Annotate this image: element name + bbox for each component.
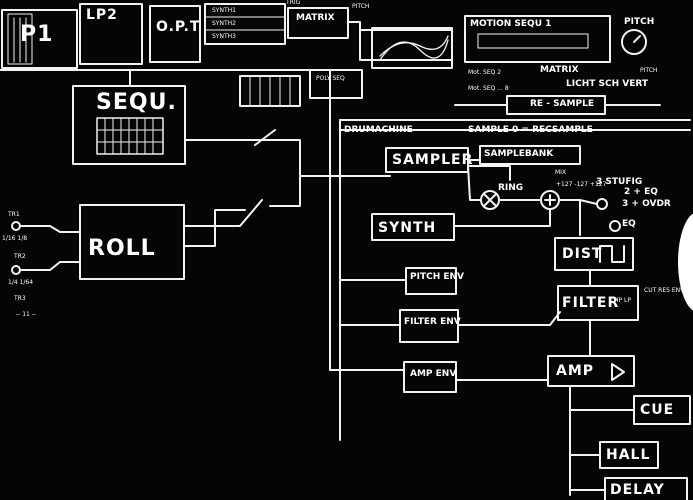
filter-box: [557, 285, 639, 321]
tr1-values: 1/16 1/8: [2, 235, 28, 242]
mot-seq8-label: Mot. SEQ ... 8: [468, 85, 509, 92]
amp-env-label: AMP ENV: [410, 369, 457, 379]
matrix-label: MATRIX: [296, 13, 335, 23]
eq2-label: 2 + EQ: [624, 187, 658, 197]
sequ-label: SEQU.: [96, 90, 177, 115]
eq-stufe-label: 3 STUFIG: [596, 177, 643, 187]
hall-label: HALL: [606, 447, 651, 463]
amp-env-box: [403, 361, 457, 393]
roll-box: [79, 204, 185, 280]
synth2-label: SYNTH2: [212, 20, 236, 27]
dist-label: DIST: [562, 246, 603, 262]
tr3-note: -- 11 --: [16, 311, 37, 318]
pitch-top-label: PITCH: [352, 3, 370, 10]
synth-label: SYNTH: [378, 220, 437, 236]
ring-label: RING: [498, 183, 524, 193]
roll-label: ROLL: [88, 236, 156, 261]
p1-label: P1: [20, 22, 54, 47]
side-object: [678, 212, 693, 312]
synth3-label: SYNTH3: [212, 33, 236, 40]
mix-label: MIX: [555, 169, 567, 176]
mot-seq2-label: Mot. SEQ 2: [468, 69, 502, 76]
tr2-values: 1/4 1/64: [8, 279, 34, 286]
p1-panel: [1, 9, 78, 69]
motion-seq-box: [464, 15, 611, 63]
matrix2-label: MATRIX: [540, 65, 579, 75]
dist-box: [554, 237, 634, 271]
lp2-label: LP2: [86, 7, 118, 23]
drum-label: DRUMACHINE: [344, 125, 413, 135]
samplebank-label: SAMPLEBANK: [484, 149, 554, 159]
hp-lp-label: HP LP: [614, 297, 631, 304]
motion-scope: [371, 27, 453, 69]
amp-label: AMP: [556, 363, 595, 379]
tr1-label: TR1: [8, 211, 20, 218]
filter-label: FILTER: [562, 295, 620, 311]
pitch-knob-label: PITCH: [624, 17, 655, 27]
pitch-knob: [621, 29, 647, 55]
sample0-label: SAMPLE 0 = RECSAMPLE: [468, 125, 593, 135]
lp2-panel: [79, 3, 143, 65]
motion-seq-label: MOTION SEQU 1: [470, 19, 552, 29]
licht-label: LICHT SCH VERT: [566, 79, 649, 89]
trig-label: TRIG: [286, 0, 301, 6]
sampler-label: SAMPLER: [392, 152, 474, 168]
samplebank-box: [479, 145, 581, 165]
synth-bank: [204, 3, 286, 45]
cue-label: CUE: [640, 402, 675, 418]
mix-values: +127 -127 +127: [556, 181, 607, 188]
poly-seq-box: [309, 69, 363, 99]
pitch-env-label: PITCH ENV: [410, 272, 464, 282]
synth1-label: SYNTH1: [212, 7, 236, 14]
pitch-small-label: PITCH: [640, 67, 658, 74]
poly-seq-label: POLY SEQ: [316, 75, 345, 82]
eq3-label: 3 + OVDR: [622, 199, 671, 209]
opt-label: O.P.T: [156, 19, 201, 35]
resample-label: RE - SAMPLE: [530, 99, 594, 109]
opt-panel: [149, 5, 201, 63]
tr3-label: TR3: [14, 295, 26, 302]
tr2-label: TR2: [14, 253, 26, 260]
eq-label: EQ: [622, 219, 636, 229]
cut-res-env-label: CUT RES ENV: [644, 287, 685, 294]
filter-env-label: FILTER ENV: [404, 317, 461, 327]
delay-label: DELAY: [610, 482, 665, 498]
